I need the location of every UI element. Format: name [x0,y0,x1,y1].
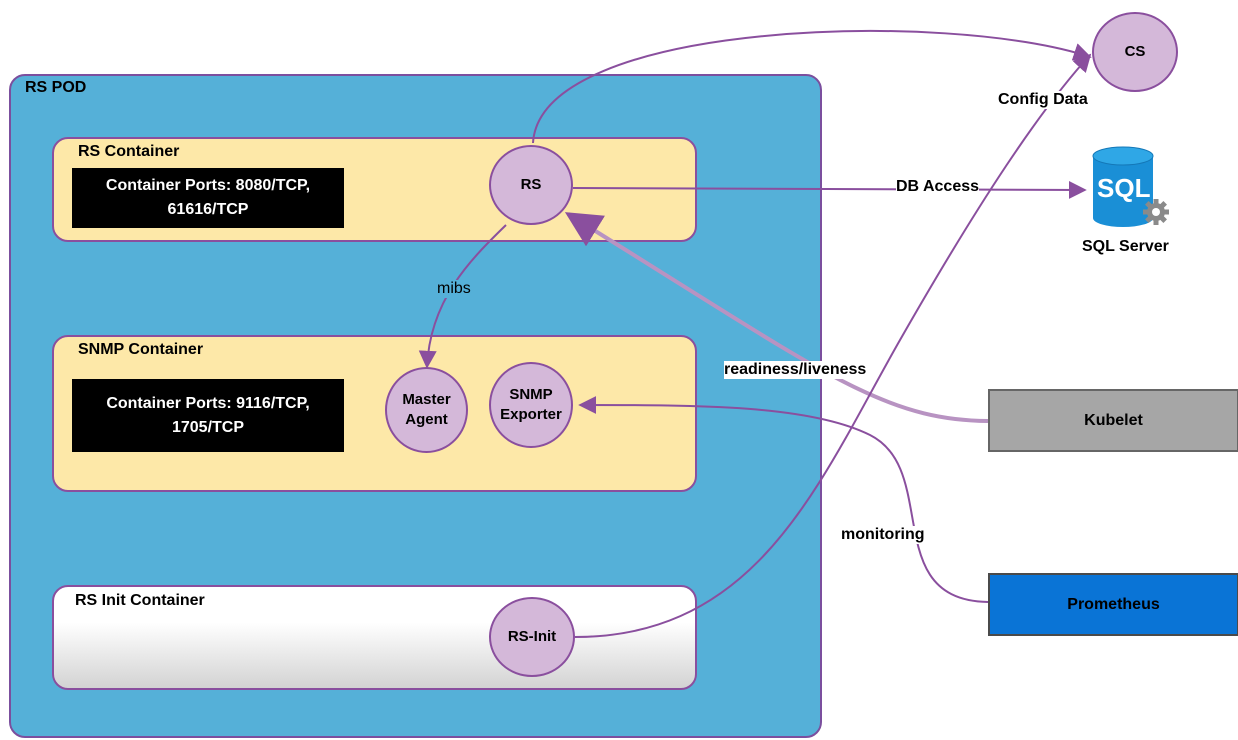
kubelet-label: Kubelet [1084,411,1143,429]
rs-init-node: RS-Init [489,597,575,677]
cs-node-label: CS [1124,43,1146,60]
snmp-container-ports: Container Ports: 9116/TCP, 1705/TCP [72,379,344,452]
db-access-label: DB Access [896,178,980,196]
prometheus-box: Prometheus [988,573,1238,636]
monitoring-label: monitoring [841,526,925,544]
snmp-container-label: SNMP Container [78,341,204,358]
rs-container-ports: Container Ports: 8080/TCP, 61616/TCP [72,168,344,228]
snmp-exporter-line1: SNMP [509,386,553,403]
snmp-ports-line2: 1705/TCP [171,418,245,436]
sql-server-label: SQL Server [1082,238,1169,255]
master-agent-line1: Master [402,391,451,408]
sql-icon-text: SQL [1097,173,1151,203]
sql-server-icon [1088,146,1178,234]
edge-rs-to-sql [572,180,1087,199]
edge-prometheus-to-exporter [578,396,989,603]
cs-node: CS [1092,12,1178,92]
rs-init-container-label: RS Init Container [75,592,205,609]
rs-node-label: RS [520,176,542,193]
pod-label: RS POD [25,79,87,96]
kubelet-box: Kubelet [988,389,1238,452]
rs-ports-line1: Container Ports: 8080/TCP, [105,177,311,194]
rs-container-label: RS Container [78,143,180,160]
master-agent-line2: Agent [405,411,448,428]
readiness-liveness-label: readiness/liveness [724,361,867,379]
prometheus-label: Prometheus [1067,595,1160,613]
edge-rs-to-cs [532,30,1092,144]
edge-kubelet-to-rs [564,212,989,423]
rs-ports-line2: 61616/TCP [167,201,249,218]
config-data-label: Config Data [998,91,1088,109]
master-agent-node: Master Agent [385,367,468,453]
snmp-exporter-node: SNMP Exporter [489,362,573,448]
snmp-ports-line1: Container Ports: 9116/TCP, [106,394,310,412]
mibs-label: mibs [435,280,473,298]
edge-rs-init-to-cs [574,53,1092,638]
rs-node: RS [489,145,573,225]
rs-init-node-label: RS-Init [507,628,557,645]
snmp-exporter-line2: Exporter [500,406,562,423]
